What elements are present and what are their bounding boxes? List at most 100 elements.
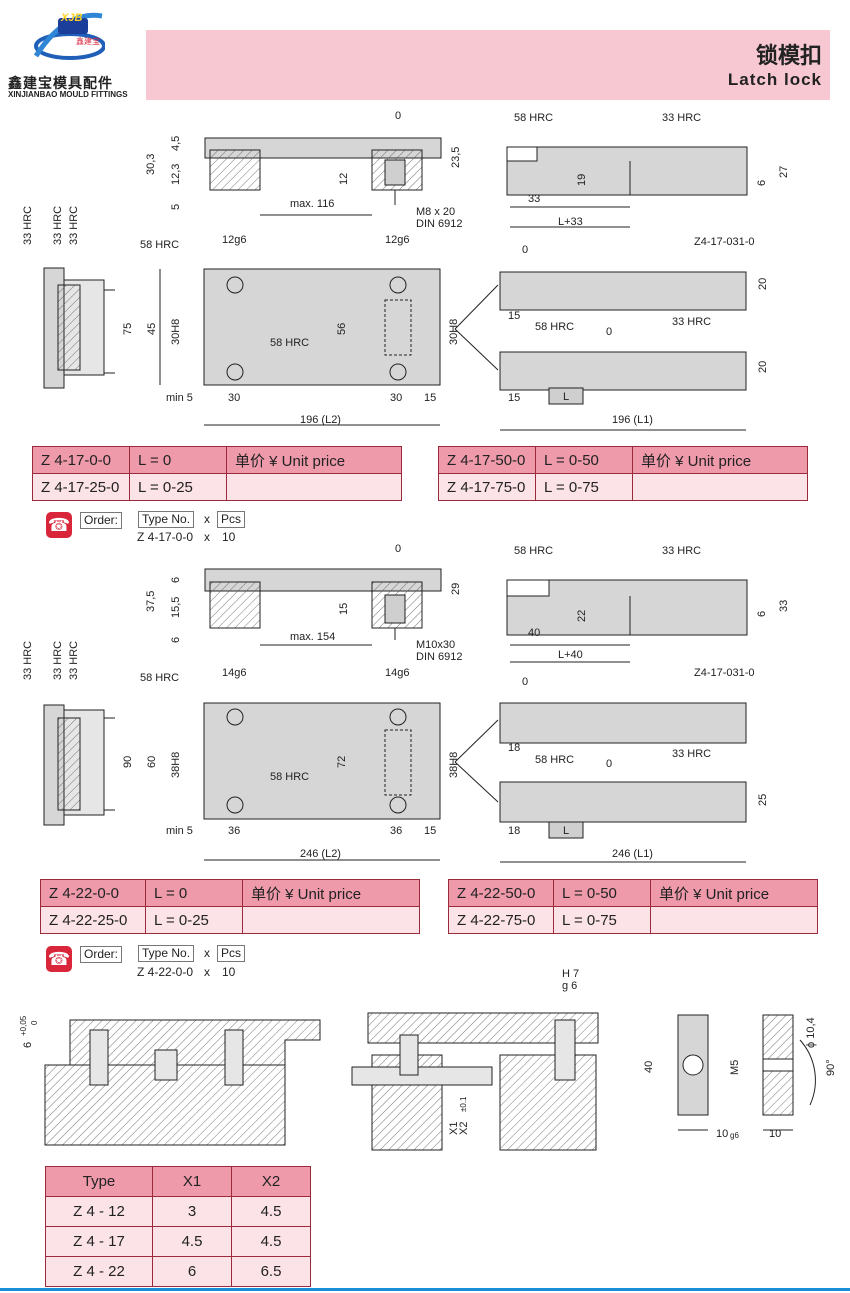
logo-badge-cn: 鑫建宝 [76, 37, 100, 46]
label-hrc: 33 HRC [672, 748, 712, 760]
dim: 27 [778, 165, 790, 178]
dim: min 5 [166, 392, 193, 404]
dim: 20 [757, 360, 769, 373]
dim-max: max. 116 [290, 198, 335, 210]
dim: 90 [122, 755, 134, 768]
dim: 33 [528, 193, 541, 205]
dim: 15 [424, 392, 437, 404]
screw-spec: M10x30 [416, 639, 456, 651]
label-hrc: 33 HRC [22, 205, 34, 245]
dim: L [563, 825, 570, 837]
table-cell: 4.5 [231, 1226, 311, 1257]
label-hrc: 33 HRC [68, 640, 80, 680]
length: L = 0-50 [553, 879, 651, 907]
screw-spec: M8 x 20 [416, 206, 456, 218]
dim: L+40 [558, 649, 583, 661]
dim-zero: 0 [395, 543, 402, 555]
label-hrc: 58 HRC [535, 754, 575, 766]
order-label: Order: [80, 512, 123, 529]
dim: 40 [643, 1060, 655, 1073]
table-cell: 6.5 [231, 1256, 311, 1287]
dim-diameter: ϕ 10,4 [805, 1017, 817, 1048]
dim: 30H8 [448, 318, 460, 345]
dim-zero: 0 [522, 244, 529, 256]
label-hrc: 58 HRC [140, 239, 180, 251]
dim-fit: g6 [730, 1131, 739, 1140]
dim: 25 [757, 793, 769, 806]
order-type-no: Type No. [138, 511, 195, 528]
length: L = 0-75 [535, 473, 633, 501]
dim: min 5 [166, 825, 193, 837]
order-pcs: Pcs [217, 945, 246, 962]
dim-l1: 196 (L1) [612, 414, 653, 426]
dim: 6 [170, 576, 182, 583]
dim: 14g6 [222, 667, 247, 679]
type-no: Z 4-17-75-0 [438, 473, 536, 501]
dim: L+33 [558, 216, 583, 228]
screw-din: DIN 6912 [416, 218, 463, 230]
dim: 38H8 [448, 751, 460, 778]
dim: 4,5 [170, 135, 182, 151]
label-hrc: 58 HRC [270, 337, 310, 349]
label-hrc: 58 HRC [535, 321, 575, 333]
unit-price-header: 单价 ¥ Unit price [226, 446, 402, 474]
dim: 6 [22, 1041, 34, 1048]
table-cell: 4.5 [152, 1226, 232, 1257]
type-no: Z 4-22-25-0 [40, 906, 146, 934]
unit-price-header: 单价 ¥ Unit price [650, 879, 818, 907]
dim-zero: 0 [606, 758, 613, 770]
logo-badge: XJB [61, 12, 83, 24]
length: L = 0-75 [553, 906, 651, 934]
dim: 10 [769, 1128, 782, 1140]
unit-price [650, 906, 818, 934]
dim-l2: 196 (L2) [300, 414, 341, 426]
drawing-z4-22 [43, 568, 748, 863]
dim: 6 [756, 610, 768, 617]
order-example: Z 4-17-0-0 [137, 530, 194, 544]
dim: 30 [228, 392, 241, 404]
dim-max: max. 154 [290, 631, 336, 643]
order-x: x [204, 946, 210, 960]
dim: 22 [576, 609, 588, 622]
label-hrc: 58 HRC [514, 545, 554, 557]
dim: 56 [336, 322, 348, 335]
dim: 30 [390, 392, 403, 404]
dim: 29 [450, 582, 462, 595]
label-hrc: 33 HRC [52, 640, 64, 680]
dim: 15 [338, 602, 350, 615]
page-title-cn: 锁模扣 [755, 44, 822, 69]
dim: 5 [170, 203, 182, 210]
order-pcs: Pcs [217, 511, 246, 528]
unit-price-header: 单价 ¥ Unit price [632, 446, 808, 474]
fit-g6: g 6 [562, 980, 578, 992]
dim: 10 [716, 1128, 729, 1140]
dim: 19 [576, 173, 588, 186]
dim: 15,5 [170, 596, 182, 618]
dim-x2-tolerance: ±0.1 [459, 1096, 468, 1112]
dim: 12 [338, 172, 350, 185]
type-no: Z 4-17-0-0 [32, 446, 130, 474]
dim: 18 [508, 825, 521, 837]
dim-l2: 246 (L2) [300, 848, 341, 860]
dim: L [563, 391, 570, 403]
dim: 6 [756, 179, 768, 186]
order-label: Order: [80, 946, 123, 963]
column-header-x2: X2 [231, 1166, 311, 1197]
length: L = 0-50 [535, 446, 633, 474]
page-title-en: Latch lock [727, 70, 822, 89]
logo [30, 8, 106, 68]
label-hrc: 33 HRC [662, 545, 702, 557]
header-band [146, 30, 830, 100]
drawing-installation [44, 1012, 816, 1151]
label-hrc: 33 HRC [672, 316, 712, 328]
table-cell: Z 4 - 22 [45, 1256, 153, 1287]
dim: 18 [508, 742, 521, 754]
dim: 15 [508, 310, 521, 322]
order-x: x [204, 512, 210, 526]
dim: 23,5 [450, 146, 462, 168]
type-no: Z 4-17-25-0 [32, 473, 130, 501]
